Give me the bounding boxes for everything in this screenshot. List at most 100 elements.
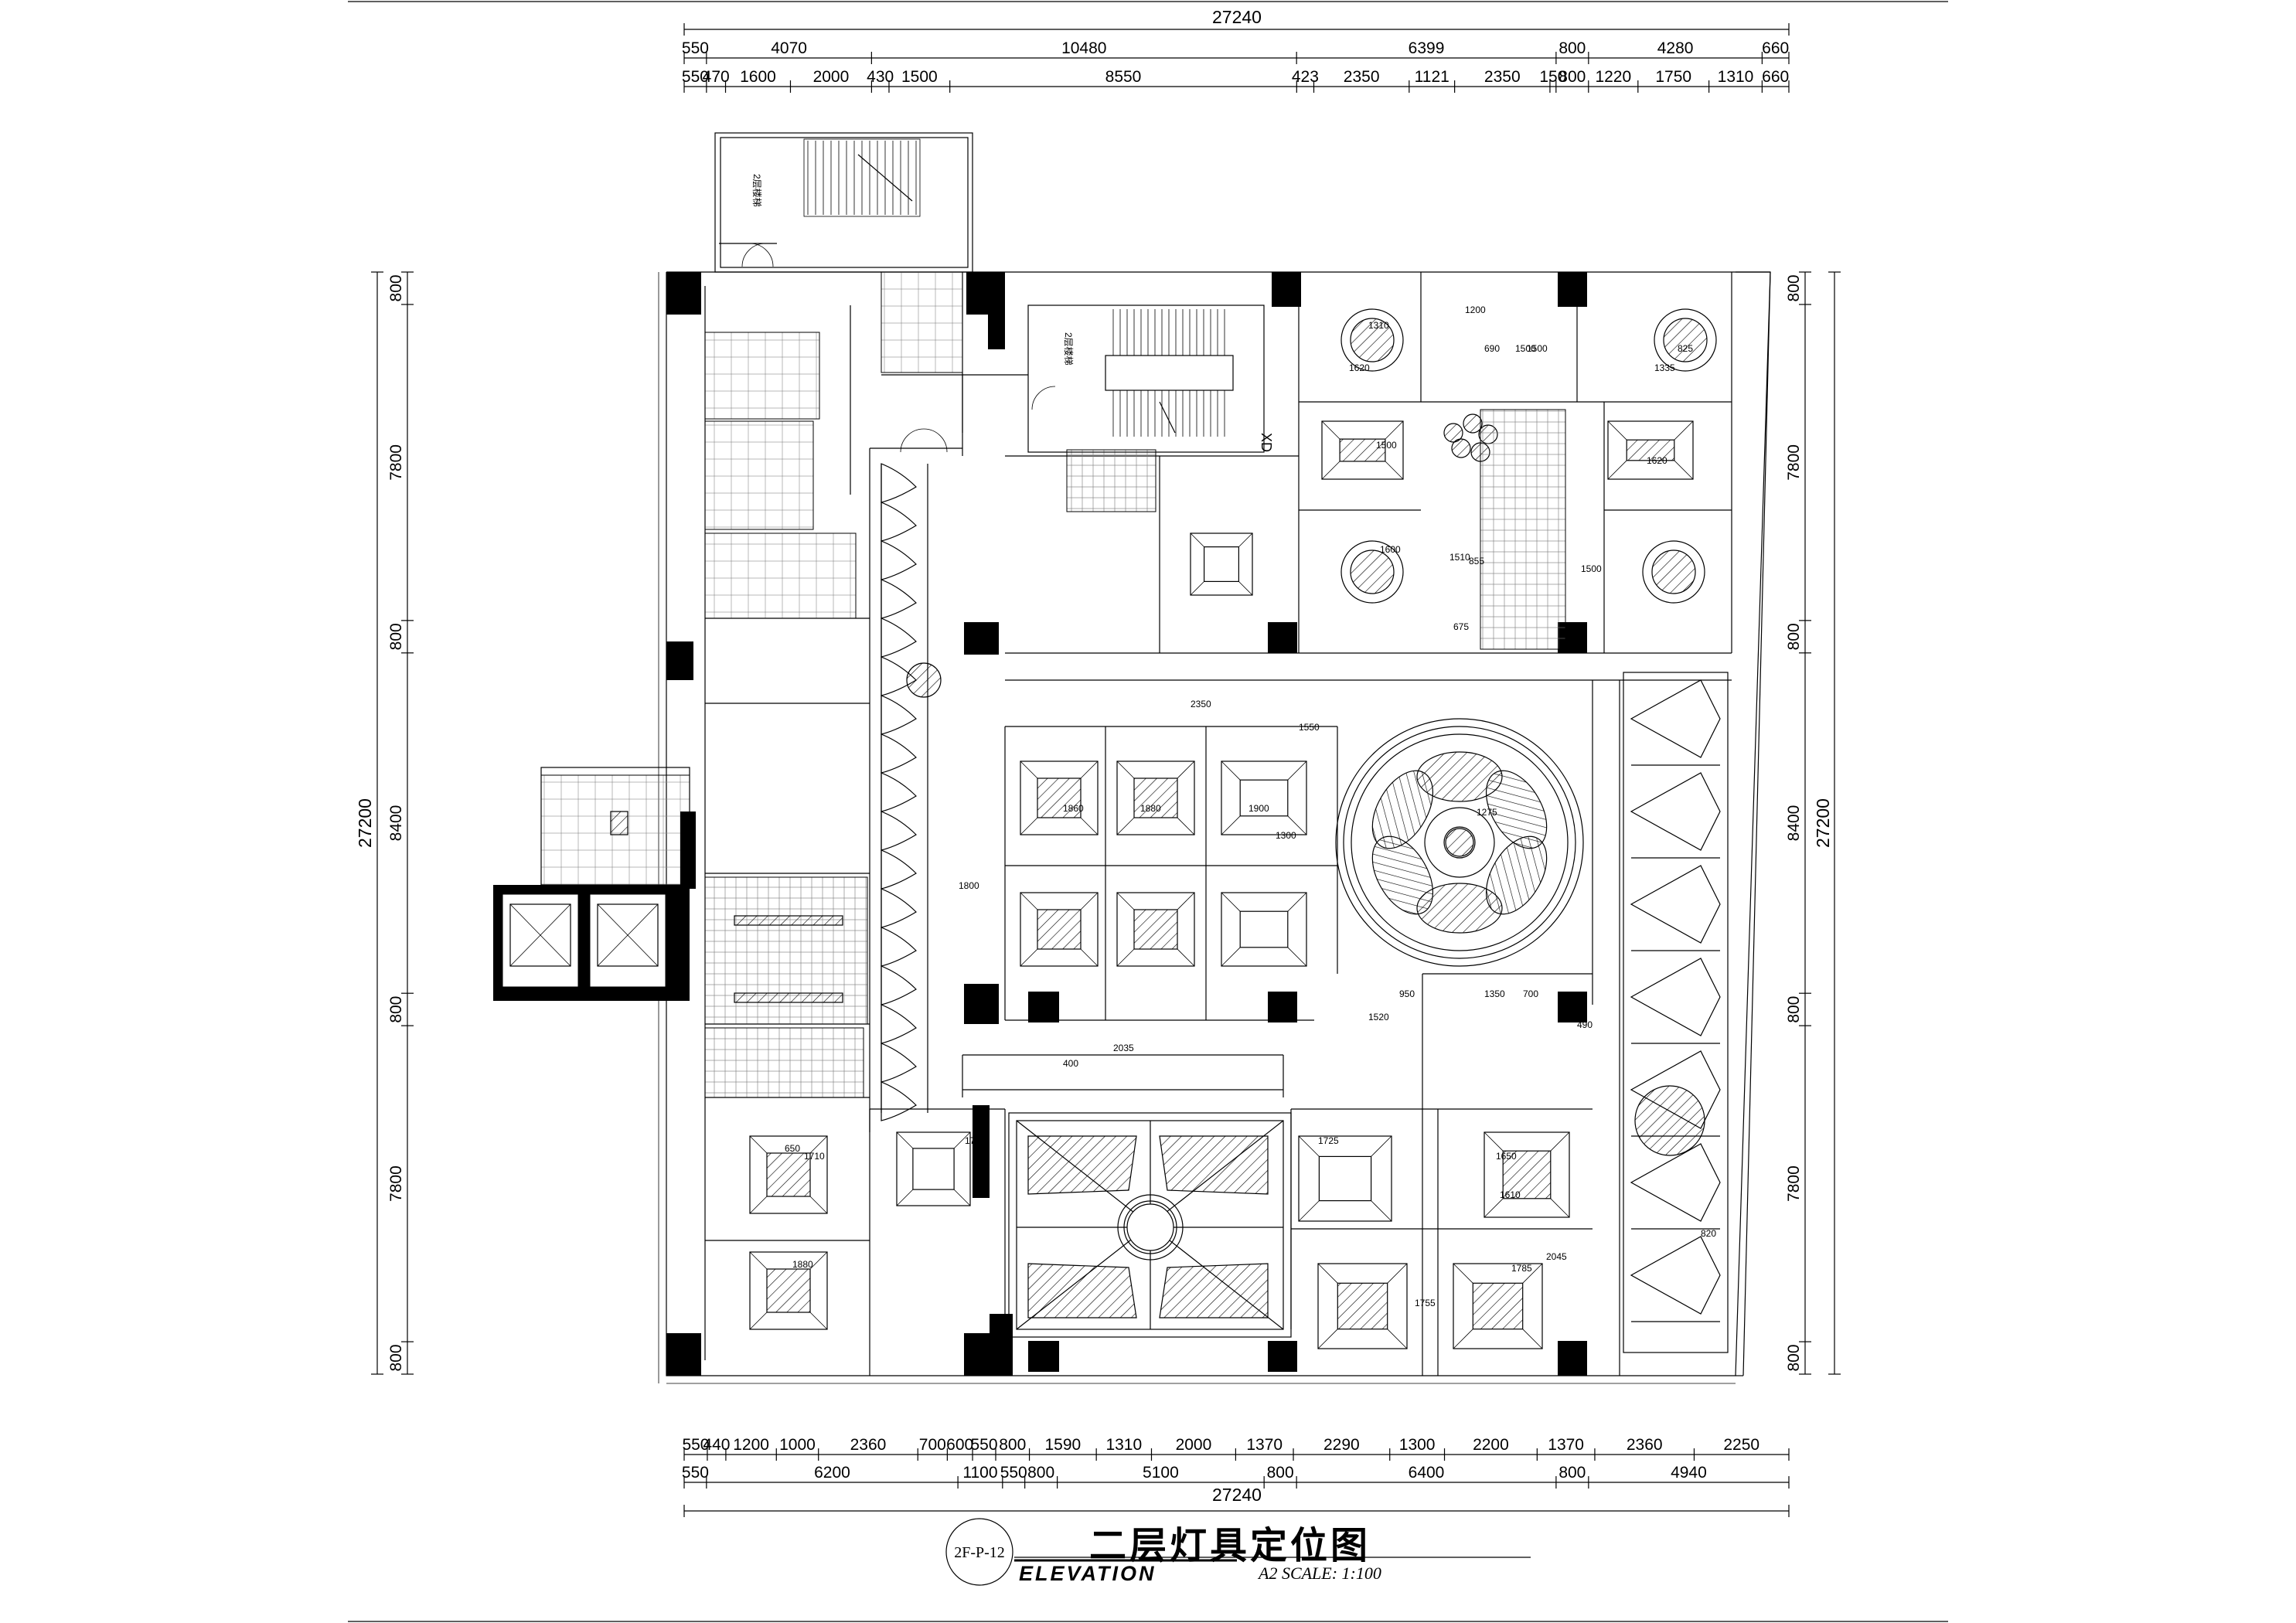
room-dim: 1620 xyxy=(1647,455,1667,466)
dim-value: 660 xyxy=(1762,68,1789,86)
room-dim: 820 xyxy=(1701,1228,1716,1239)
dim-value: 1000 xyxy=(779,1436,816,1454)
dim-value: 4280 xyxy=(1657,39,1694,57)
fixture-frame xyxy=(1020,892,1099,967)
room-dim: 950 xyxy=(1399,988,1415,999)
room-dim: 1520 xyxy=(1368,1012,1389,1022)
room-dim: 1350 xyxy=(1484,988,1505,999)
room-dim: 1800 xyxy=(959,880,979,891)
room-dim: 1500 xyxy=(1581,563,1602,574)
dim-value: 800 xyxy=(1785,274,1803,301)
fixture-frame xyxy=(1298,1135,1392,1222)
fixture-lamp xyxy=(1472,1282,1524,1330)
dim-value: 2360 xyxy=(1627,1436,1663,1454)
dim-value: 800 xyxy=(1558,1464,1586,1482)
room-dim: 650 xyxy=(785,1143,800,1154)
fixture-frame xyxy=(1607,420,1694,480)
dim-value: 800 xyxy=(999,1436,1026,1454)
dim-value: 800 xyxy=(1558,68,1586,86)
elevator-annex xyxy=(493,767,690,1001)
top-total-dim: 27240 xyxy=(1212,7,1262,27)
room-dim: 490 xyxy=(1577,1019,1593,1030)
dim-value: 550 xyxy=(970,1436,997,1454)
dim-value: 800 xyxy=(1027,1464,1054,1482)
room-dim: 1335 xyxy=(1654,362,1675,373)
dim-value: 800 xyxy=(1785,623,1803,650)
dim-value: 1200 xyxy=(733,1436,769,1454)
fixture-frame xyxy=(896,1131,971,1206)
room-dim: 1550 xyxy=(1299,722,1320,733)
stair-label-1: 2层楼梯 xyxy=(751,174,763,207)
dim-value: 7800 xyxy=(1785,1165,1803,1202)
dim-value: 2200 xyxy=(1473,1436,1509,1454)
dim-value: 1500 xyxy=(901,68,938,86)
left-tiled-areas xyxy=(704,271,1157,1098)
room-dim: 690 xyxy=(1484,343,1500,354)
bottom-total-dim: 27240 xyxy=(1212,1485,1262,1505)
fixture-lamp xyxy=(1037,777,1082,818)
dim-value: 1310 xyxy=(1105,1436,1142,1454)
dim-value: 7800 xyxy=(387,1165,405,1202)
dim-value: 6399 xyxy=(1409,39,1445,57)
dim-value: 660 xyxy=(1762,39,1789,57)
dim-value: 10480 xyxy=(1061,39,1106,57)
fixture-frame xyxy=(749,1135,828,1214)
dim-value: 1100 xyxy=(962,1464,997,1482)
drawing-subtitle: ELEVATION xyxy=(1019,1562,1157,1585)
room-dim: 1650 xyxy=(1496,1151,1517,1162)
stair-annex-top: 2层楼梯 xyxy=(714,132,973,273)
building-outline xyxy=(658,271,1771,1384)
dim-value: 2000 xyxy=(813,68,850,86)
dim-value: 2250 xyxy=(1723,1436,1759,1454)
room-dim: 1620 xyxy=(1349,362,1370,373)
fixture-lamp xyxy=(1239,779,1289,817)
dim-value: 6200 xyxy=(814,1464,850,1482)
dim-value: 550 xyxy=(1000,1464,1027,1482)
title-block xyxy=(945,1518,1531,1586)
dim-value: 550 xyxy=(682,1436,709,1454)
drawing-scale: A2 SCALE: 1:100 xyxy=(1259,1563,1381,1583)
partitions xyxy=(704,272,1732,1376)
dim-value: 440 xyxy=(703,1436,730,1454)
room-dim: 1700 xyxy=(965,1135,986,1146)
room-dim: 1275 xyxy=(1477,807,1497,818)
room-dim: 1755 xyxy=(1415,1298,1436,1308)
dim-value: 2000 xyxy=(1176,1436,1212,1454)
room-dim: 1880 xyxy=(1140,803,1161,814)
star-ceiling xyxy=(1008,1112,1292,1338)
dim-value: 430 xyxy=(867,68,894,86)
right-total-dim: 27200 xyxy=(1813,798,1833,848)
fixture-lamp xyxy=(1502,1150,1552,1199)
dim-value: 5100 xyxy=(1143,1464,1179,1482)
dim-value: 2350 xyxy=(1344,68,1380,86)
fixture-lamp xyxy=(766,1268,811,1313)
dim-value: 7800 xyxy=(1785,444,1803,481)
circular-fixtures xyxy=(906,308,1717,1156)
room-dim: 1500 xyxy=(1376,440,1397,451)
room-dim: 1600 xyxy=(1380,544,1401,555)
fixture-lamp xyxy=(1239,910,1289,948)
room-dim: 1610 xyxy=(1500,1189,1521,1200)
dim-value: 7800 xyxy=(387,444,405,481)
dim-value: 8400 xyxy=(387,805,405,842)
dim-value: 1750 xyxy=(1655,68,1691,86)
room-dim: 1200 xyxy=(1465,305,1486,315)
room-dim: 1500 xyxy=(1527,343,1548,354)
drawing-code: 2F-P-12 xyxy=(954,1544,1005,1561)
fixture-frame xyxy=(1317,1263,1408,1349)
structural-columns xyxy=(666,272,1587,1376)
room-dim: 1880 xyxy=(792,1259,813,1270)
room-dim: 2045 xyxy=(1546,1251,1567,1262)
dim-value: 800 xyxy=(387,623,405,650)
sheet-frame xyxy=(348,1,1948,1622)
dim-value: 1600 xyxy=(740,68,776,86)
